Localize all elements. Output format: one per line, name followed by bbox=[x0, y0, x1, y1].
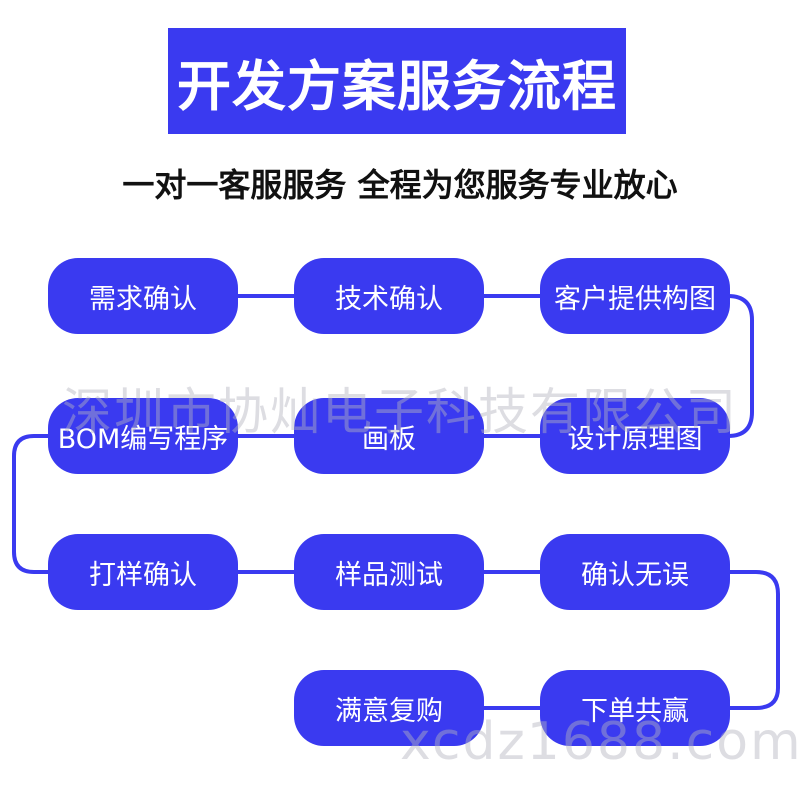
page-title: 开发方案服务流程 bbox=[177, 54, 617, 118]
step-label: 需求确认 bbox=[89, 283, 197, 315]
step-label: 技术确认 bbox=[335, 283, 443, 315]
title-banner: 开发方案服务流程 bbox=[168, 28, 626, 134]
step-sample-test: 样品测试 bbox=[294, 534, 484, 610]
step-tech-confirm: 技术确认 bbox=[294, 258, 484, 334]
step-board-layout: 画板 bbox=[294, 398, 484, 474]
step-label: 确认无误 bbox=[581, 559, 689, 591]
connector-3-4 bbox=[726, 294, 754, 438]
step-label: 客户提供构图 bbox=[554, 283, 716, 315]
step-label: 满意复购 bbox=[335, 695, 443, 727]
step-label: BOM编写程序 bbox=[57, 423, 229, 455]
step-label: 下单共赢 bbox=[581, 695, 689, 727]
step-schematic-design: 设计原理图 bbox=[540, 398, 730, 474]
step-bom-program: BOM编写程序 bbox=[48, 398, 238, 474]
step-prototype-confirm: 打样确认 bbox=[48, 534, 238, 610]
step-confirm-ok: 确认无误 bbox=[540, 534, 730, 610]
subtitle: 一对一客服服务 全程为您服务专业放心 bbox=[122, 166, 678, 204]
connector-6-7 bbox=[12, 434, 52, 574]
step-label: 打样确认 bbox=[89, 559, 197, 591]
step-place-order: 下单共赢 bbox=[540, 670, 730, 746]
step-label: 样品测试 bbox=[335, 559, 443, 591]
step-label: 画板 bbox=[362, 423, 416, 455]
connector-9-10 bbox=[726, 570, 780, 710]
step-label: 设计原理图 bbox=[567, 423, 703, 455]
step-repurchase: 满意复购 bbox=[294, 670, 484, 746]
step-customer-drawing: 客户提供构图 bbox=[540, 258, 730, 334]
step-requirement-confirm: 需求确认 bbox=[48, 258, 238, 334]
